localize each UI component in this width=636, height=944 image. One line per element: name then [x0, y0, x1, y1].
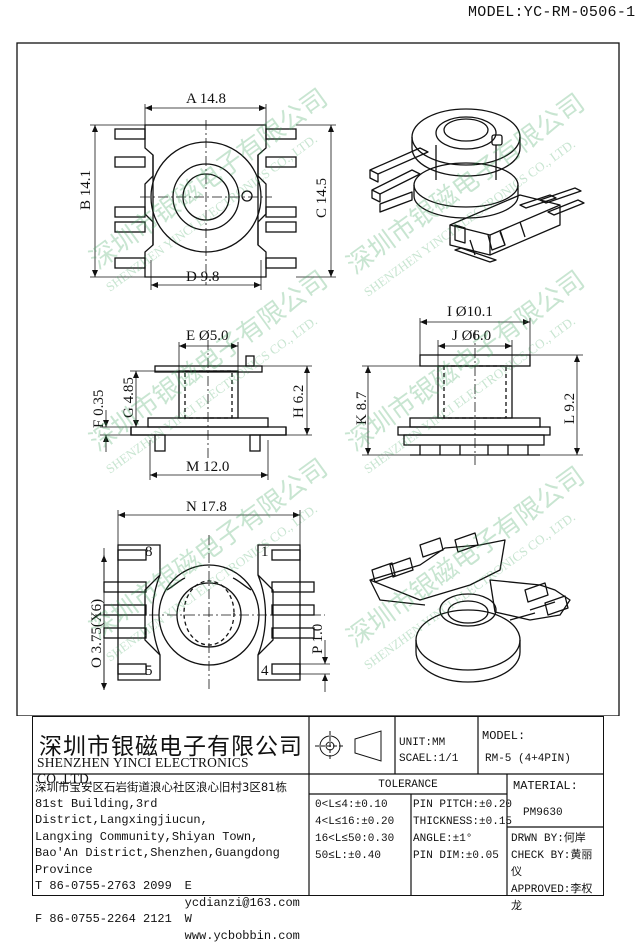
- dim-c: C 14.5: [314, 178, 330, 218]
- contact-row-2: F 86-0755-2264 2121 W www.ycbobbin.com: [35, 911, 309, 944]
- tol-row-2: 4<L≤16:±0.20: [315, 816, 395, 828]
- pin-8-label: 8: [145, 544, 153, 560]
- front-view: [100, 340, 312, 480]
- dim-k: K 8.7: [354, 391, 370, 425]
- projection-symbol-icon: [315, 730, 382, 762]
- watermark-cn-4: 深圳市银磁电子有限公司: [341, 265, 590, 457]
- dim-e: E Ø5.0: [186, 328, 229, 344]
- dim-p: P 1.0: [310, 624, 326, 654]
- unit: UNIT:MM: [399, 737, 446, 749]
- tolerance-length: 0<L≤4:±0.10 4<L≤16:±0.20 16<L≤50:0.30 50…: [315, 797, 394, 865]
- tol-row-1: 0<L≤4:±0.10: [315, 799, 388, 811]
- title-block-grid: [33, 717, 603, 895]
- top-view: [90, 104, 336, 290]
- company-name-en: SHENZHEN YINCI ELECTRONICS CO.,LTD.: [37, 755, 249, 786]
- tol-angle: ANGLE:±1°: [413, 833, 473, 845]
- signoff: DRWN BY:何岸 CHECK BY:黄丽仪 APPROVED:李权龙: [511, 831, 603, 916]
- dim-l: L 9.2: [562, 393, 578, 424]
- dim-g: G 4.85: [121, 377, 137, 418]
- approved-by: APPROVED:李权龙: [511, 884, 593, 913]
- dim-b: B 14.1: [78, 170, 94, 210]
- check-by: CHECK BY:黄丽仪: [511, 850, 593, 879]
- tol-thickness: THICKNESS:±0.15: [413, 816, 513, 828]
- tol-row-3: 16<L≤50:0.30: [315, 833, 395, 845]
- email: E ycdianzi@163.com: [184, 879, 300, 910]
- fax: F 86-0755-2264 2121: [35, 912, 172, 926]
- dim-f: F 0.35: [91, 390, 107, 428]
- material-value: PM9630: [523, 807, 563, 819]
- bottom-view: [95, 510, 330, 692]
- tol-row-4: 50≤L:±0.40: [315, 850, 382, 862]
- model-number-header: MODEL:YC-RM-0506-1: [468, 4, 636, 21]
- tolerance-other: PIN PITCH:±0.20 THICKNESS:±0.15 ANGLE:±1…: [413, 797, 512, 865]
- title-block: 深圳市银磁电子有限公司 SHENZHEN YINCI ELECTRONICS C…: [32, 716, 604, 943]
- dim-d: D 9.8: [186, 269, 219, 285]
- company-address: 深圳市宝安区石岩街道浪心社区浪心旧村3区81栋 81st Building,3r…: [35, 779, 309, 944]
- side-view: [362, 318, 583, 465]
- model-value: RM-5 (4+4PIN): [485, 753, 571, 765]
- isometric-view-top: [369, 108, 585, 263]
- tolerance-title: TOLERANCE: [378, 779, 438, 791]
- contact-row-1: T 86-0755-2763 2099 E ycdianzi@163.com: [35, 878, 309, 911]
- tol-pin-pitch: PIN PITCH:±0.20: [413, 799, 513, 811]
- company-name-cn: 深圳市银磁电子有限公司: [39, 734, 303, 760]
- tol-pin-dim: PIN DIM:±0.05: [413, 850, 499, 862]
- watermark-en-5: SHENZHEN YINCI ELECTRONICS CO., LTD.: [103, 501, 320, 664]
- pin-4-label: 4: [261, 663, 269, 679]
- dim-j: J Ø6.0: [452, 328, 491, 344]
- material-label: MATERIAL:: [513, 779, 578, 793]
- pin-5-label: 5: [145, 663, 153, 679]
- address-line-4: Bao'An District,Shenzhen,Guangdong Provi…: [35, 846, 280, 877]
- address-line-2: 81st Building,3rd District,Langxingjiucu…: [35, 796, 208, 828]
- dim-o: O 3.75(X6): [89, 599, 105, 668]
- technical-drawing: A 14.8 B 14.1 C 14.5 D 9.8: [16, 42, 620, 716]
- watermark-cn-6: 深圳市银磁电子有限公司: [341, 461, 590, 653]
- dim-h: H 6.2: [291, 385, 307, 418]
- watermark: 深圳市银磁电子有限公司 SHENZHEN YINCI ELECTRONICS C…: [84, 83, 590, 672]
- isometric-view-bottom: [369, 532, 571, 683]
- watermark-cn-3: 深圳市银磁电子有限公司: [84, 265, 333, 457]
- dim-a: A 14.8: [186, 91, 226, 107]
- dim-i: I Ø10.1: [447, 304, 493, 320]
- dim-n: N 17.8: [186, 499, 227, 515]
- address-line-1: 深圳市宝安区石岩街道浪心社区浪心旧村3区81栋: [35, 780, 287, 794]
- website: W www.ycbobbin.com: [184, 912, 300, 943]
- scale: SCAEL:1/1: [399, 753, 459, 765]
- pin-1-label: 1: [261, 544, 269, 560]
- model-label: MODEL:: [482, 729, 526, 743]
- address-line-3: Langxing Community,Shiyan Town,: [35, 829, 259, 844]
- watermark-cn-1: 深圳市银磁电子有限公司: [84, 83, 333, 275]
- telephone: T 86-0755-2763 2099: [35, 879, 172, 893]
- dim-m: M 12.0: [186, 459, 229, 475]
- drawn-by: DRWN BY:何岸: [511, 833, 586, 845]
